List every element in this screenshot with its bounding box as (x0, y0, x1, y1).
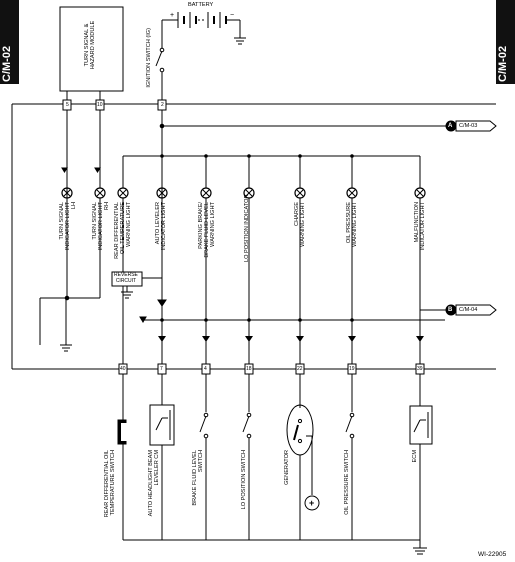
generator-plus-symbol: + (309, 498, 315, 508)
lower-pin-18: 18 (246, 366, 252, 372)
ref-b-letter: B (448, 307, 453, 313)
ref-a-text: C/M-03 (459, 123, 478, 129)
light-label-charge: CHARGE WARNING LIGHT (294, 202, 307, 247)
reverse-circuit-label: REVERSE CIRCUIT (114, 272, 138, 284)
battery-minus: − (230, 12, 235, 19)
light-label-auto-leveler: AUTO LEVELER INDICATOR LIGHT (155, 202, 168, 251)
generator-symbol (286, 404, 320, 511)
ref-b-text: C/M-04 (459, 307, 478, 313)
battery-label: BATTERY (188, 2, 214, 8)
light-label-lo-position: LO POSITION INDICATOR (244, 194, 250, 262)
lamp-symbols (61, 167, 426, 199)
tab-left-label: C/M-02 (1, 45, 13, 82)
component-label-auto-leveler-cm: AUTO HEADLIGHT BEAM LEVELER CM (148, 450, 161, 517)
module-name: TURN SIGNAL & HAZARD MODULE (84, 20, 97, 70)
switch-symbols (199, 412, 355, 439)
light-label-turn-rh: TURN SIGNAL INDICATOR LIGHT RH (92, 202, 111, 251)
ref-connector-a (445, 120, 497, 132)
tab-cm-02-right: C/M-02 (496, 0, 515, 84)
tab-cm-02-left: C/M-02 (0, 0, 19, 84)
battery-plus: + (170, 12, 175, 19)
light-label-oil-pressure: OIL PRESSURE WARNING LIGHT (346, 202, 359, 247)
component-label-generator: GENERATOR (284, 450, 290, 485)
rear-diff-temp-switch-symbol (117, 419, 127, 445)
lower-pin-4: 4 (204, 366, 207, 372)
component-label-lo-position-switch: LO POSITION SWITCH (241, 450, 247, 510)
figure-code: WI-22905 (478, 551, 507, 558)
lower-pin-40: 40 (120, 366, 126, 372)
lower-pin-39: 39 (417, 366, 423, 372)
auto-leveler-cm-symbol (149, 404, 175, 446)
light-label-turn-lh: TURN SIGNAL INDICATOR LIGHT LH (59, 202, 78, 251)
light-label-parking-brake: PARKING BRAKE/ BRAKE FLUID LEVEL WARNING… (198, 202, 217, 258)
module-pin-5: 5 (66, 102, 69, 108)
component-label-ecm: ECM (412, 450, 418, 463)
ignition-pin: 2 (161, 102, 164, 108)
component-label-oil-pressure-switch: OIL PRESSURE SWITCH (344, 450, 350, 515)
lower-pin-22: 22 (297, 366, 303, 372)
ecm-symbol (409, 405, 433, 445)
light-label-rear-diff: REAR DIFFERENTIAL OIL TEMPERATURE WARNIN… (114, 202, 133, 259)
hazard-module-box (59, 6, 124, 92)
ref-a-letter: A (448, 123, 453, 129)
ref-connector-b (445, 304, 497, 316)
module-pin-10: 10 (97, 102, 103, 108)
ignition-label: IGNITION SWITCH (IG) (146, 28, 152, 88)
lower-pin-19: 19 (349, 366, 355, 372)
battery-symbol (162, 12, 246, 45)
component-label-rear-diff-switch: REAR DIFFERENTIAL OIL TEMPERATURE SWITCH (104, 450, 117, 518)
light-label-malfunction: MALFUNCTION INDICATOR LIGHT (414, 202, 427, 251)
component-label-brake-fluid-switch: BRAKE FLUID LEVEL SWITCH (192, 450, 205, 506)
tab-right-label: C/M-02 (497, 45, 509, 82)
lower-pin-7: 7 (160, 366, 163, 372)
